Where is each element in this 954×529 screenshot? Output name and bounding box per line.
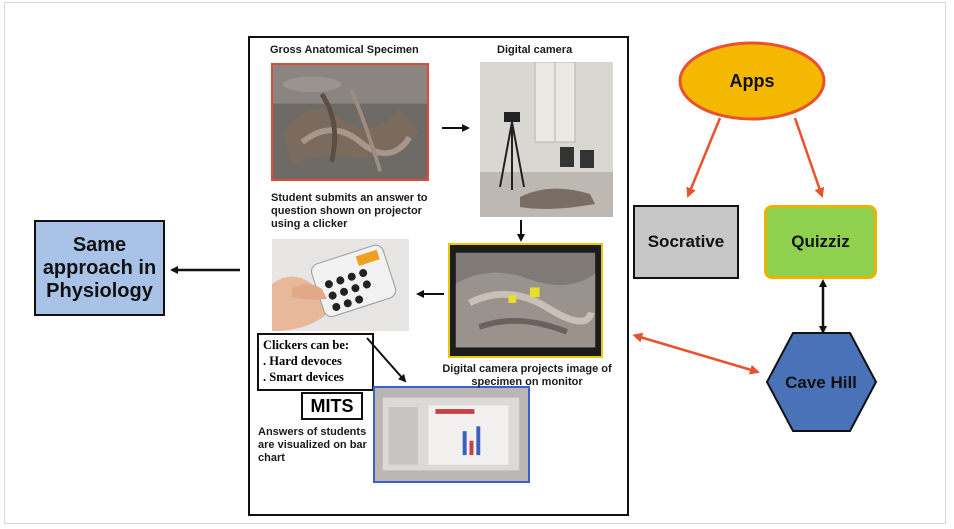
clickers-title: Clickers can be: [263, 338, 350, 352]
clickers-box: Clickers can be: . Hard devoces . Smart … [257, 333, 374, 391]
figure-frame [4, 2, 946, 524]
quizziz-box: Quizziz [764, 205, 877, 279]
clicker-photo [272, 239, 409, 331]
cave-hill-label: Cave Hill [785, 373, 857, 392]
mits-box: MITS [301, 392, 363, 420]
socrative-box: Socrative [633, 205, 739, 279]
same-approach-box: Same approach in Physiology [34, 220, 165, 316]
monitor-photo [448, 243, 603, 358]
specimen-label: Gross Anatomical Specimen [270, 44, 419, 56]
clickers-item-smart: . Smart devices [263, 370, 344, 384]
clickers-item-hard: . Hard devoces [263, 354, 342, 368]
projects-label: Digital camera projects image of specime… [442, 363, 612, 388]
specimen-photo [271, 63, 429, 181]
student-label: Student submits an answer to question sh… [271, 192, 428, 230]
projector-photo [373, 386, 530, 483]
camera-photo [480, 62, 613, 217]
answers-label: Answers of students are visualized on ba… [258, 426, 367, 464]
camera-label: Digital camera [497, 44, 573, 56]
apps-label: Apps [729, 70, 775, 91]
